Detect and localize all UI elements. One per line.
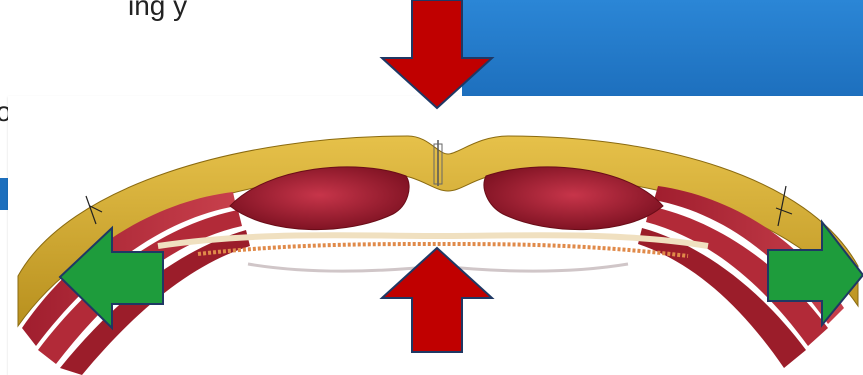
down-arrow-icon [382,0,492,108]
left-arrow-icon [60,228,163,328]
up-arrow-icon [382,248,492,352]
right-arrow-icon [768,222,863,325]
